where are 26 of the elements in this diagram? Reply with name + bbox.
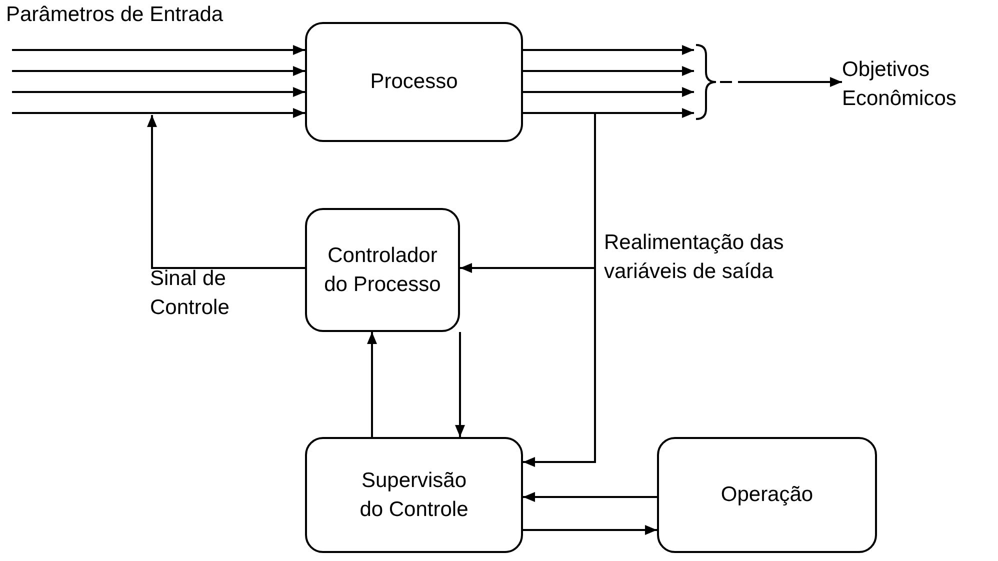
arrow	[455, 332, 465, 437]
arrow	[12, 108, 305, 118]
arrow	[367, 332, 377, 437]
arrow	[738, 77, 842, 87]
arrow	[523, 525, 657, 535]
process-box	[305, 22, 523, 142]
arrow	[12, 45, 305, 55]
arrow	[12, 87, 305, 97]
process-box	[305, 208, 460, 332]
signal-label: Sinal de Controle	[150, 266, 230, 322]
process-box	[305, 437, 523, 553]
arrow	[523, 112, 596, 467]
arrow	[523, 492, 657, 502]
arrow	[12, 66, 305, 76]
arrow	[147, 115, 305, 269]
signal-label: Parâmetros de Entrada	[6, 2, 224, 28]
arrow	[523, 45, 694, 55]
box-label: Controlador do Processo	[323, 242, 442, 298]
box-label: Supervisão do Controle	[358, 468, 470, 523]
arrow	[523, 66, 694, 76]
signal-label: Realimentação das variáveis de saída	[604, 230, 785, 286]
box-label: Operação	[720, 482, 814, 508]
output-label: Objetivos Econômicos	[842, 56, 958, 112]
process-box	[657, 437, 877, 553]
box-label: Processo	[369, 69, 459, 96]
arrow	[523, 87, 694, 97]
